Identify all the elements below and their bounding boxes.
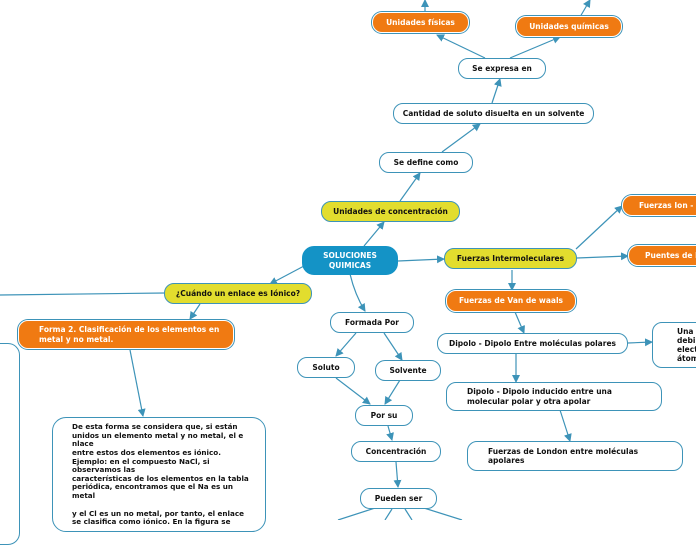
node-dipolo-inducido[interactable]: Dipolo - Dipolo inducido entre una molec… (446, 382, 662, 411)
link (559, 409, 572, 442)
link (436, 34, 486, 59)
paragraph-line: entre estos dos elementos es iónico. (72, 447, 221, 457)
link (349, 273, 366, 312)
node-concentracion[interactable]: Concentración (351, 441, 441, 462)
link (0, 292, 166, 296)
node-forma2[interactable]: Forma 2. Clasificación de los elementos … (18, 320, 234, 349)
paragraph-line: Ejemplo: en el compuesto NaCl, si (72, 456, 210, 466)
london-line: apolares (488, 456, 525, 465)
node-fuerzas-london[interactable]: Fuerzas de London entre moléculas apolar… (467, 441, 683, 471)
node-dipolo-dipolo[interactable]: Dipolo - Dipolo Entre moléculas polares (437, 333, 628, 354)
link (384, 379, 401, 405)
node-una-debil[interactable]: Una debi elect átom (652, 322, 696, 368)
node-enlace-ionico[interactable]: ¿Cuándo un enlace es Iónico? (164, 283, 312, 304)
paragraph-line: De esta forma se considera que, si están (72, 422, 238, 431)
link (384, 508, 393, 520)
node-puentes[interactable]: Puentes de h (628, 245, 696, 266)
node-se-expresa-en[interactable]: Se expresa en (458, 58, 546, 79)
link (189, 303, 201, 320)
node-soluciones-quimicas[interactable]: SOLUCIONES QUIMICAS (302, 246, 398, 275)
node-left-offscreen[interactable] (0, 343, 20, 545)
london-line: Fuerzas de London entre moléculas (488, 446, 639, 456)
node-se-define-como[interactable]: Se define como (379, 152, 473, 173)
link (576, 252, 629, 261)
link (514, 311, 525, 334)
link (441, 123, 481, 153)
inducido-line: Dipolo - Dipolo inducido entre una (467, 387, 612, 397)
node-unidades-concentracion[interactable]: Unidades de concentración (321, 201, 460, 222)
link (509, 36, 561, 59)
paragraph-line: metal (72, 491, 96, 501)
link (491, 78, 502, 104)
node-unidades-quimicas[interactable]: Unidades químicas (516, 16, 622, 37)
node-cantidad-soluto[interactable]: Cantidad de soluto disuelta en un solven… (393, 103, 594, 124)
paragraph-line: y el Cl es un no metal, por tanto, el en… (72, 508, 244, 518)
link (363, 221, 385, 247)
paragraph-line: periódica, encontramos que el Na es un (72, 482, 233, 492)
link (399, 172, 421, 202)
link (335, 332, 357, 357)
link (423, 507, 463, 520)
link (579, 0, 591, 18)
node-fuerzas-ion[interactable]: Fuerzas Ion - D (622, 195, 696, 216)
link (269, 265, 305, 285)
link (397, 255, 445, 264)
forma2-line: metal y no metal. (39, 334, 114, 344)
una-line: átom (677, 354, 696, 363)
link (404, 508, 413, 520)
link (335, 377, 371, 405)
node-pueden-ser[interactable]: Pueden ser (360, 488, 437, 509)
link (386, 425, 394, 441)
paragraph-line: nlace (72, 439, 94, 449)
node-paragraph-ionico[interactable]: De esta forma se considera que, si están… (52, 417, 266, 532)
node-por-su[interactable]: Por su (355, 405, 413, 426)
paragraph-line: unidos un elemento metal y no metal, el … (72, 430, 244, 440)
paragraph-line: características de los elementos en la t… (72, 473, 249, 483)
una-line: Una (677, 327, 694, 336)
paragraph-line: observamos las (72, 465, 136, 475)
link (575, 205, 623, 250)
node-solvente[interactable]: Solvente (375, 360, 441, 381)
link (393, 461, 402, 488)
link (627, 338, 653, 347)
node-unidades-fisicas[interactable]: Unidades físicas (372, 12, 469, 33)
node-fuerzas-intermoleculares[interactable]: Fuerzas Intermoleculares (444, 248, 577, 269)
una-line: debi (677, 336, 696, 345)
link (337, 507, 376, 520)
link (129, 349, 146, 417)
inducido-line: molecular polar y otra apolar (467, 396, 591, 406)
node-van-de-waals[interactable]: Fuerzas de Van de waals (446, 290, 576, 312)
link (383, 332, 403, 361)
una-line: elect (677, 345, 696, 354)
node-soluto[interactable]: Soluto (297, 357, 355, 378)
forma2-line: Forma 2. Clasificación de los elementos … (39, 325, 220, 335)
connector-lines (0, 0, 653, 520)
node-formada-por[interactable]: Formada Por (330, 312, 414, 333)
